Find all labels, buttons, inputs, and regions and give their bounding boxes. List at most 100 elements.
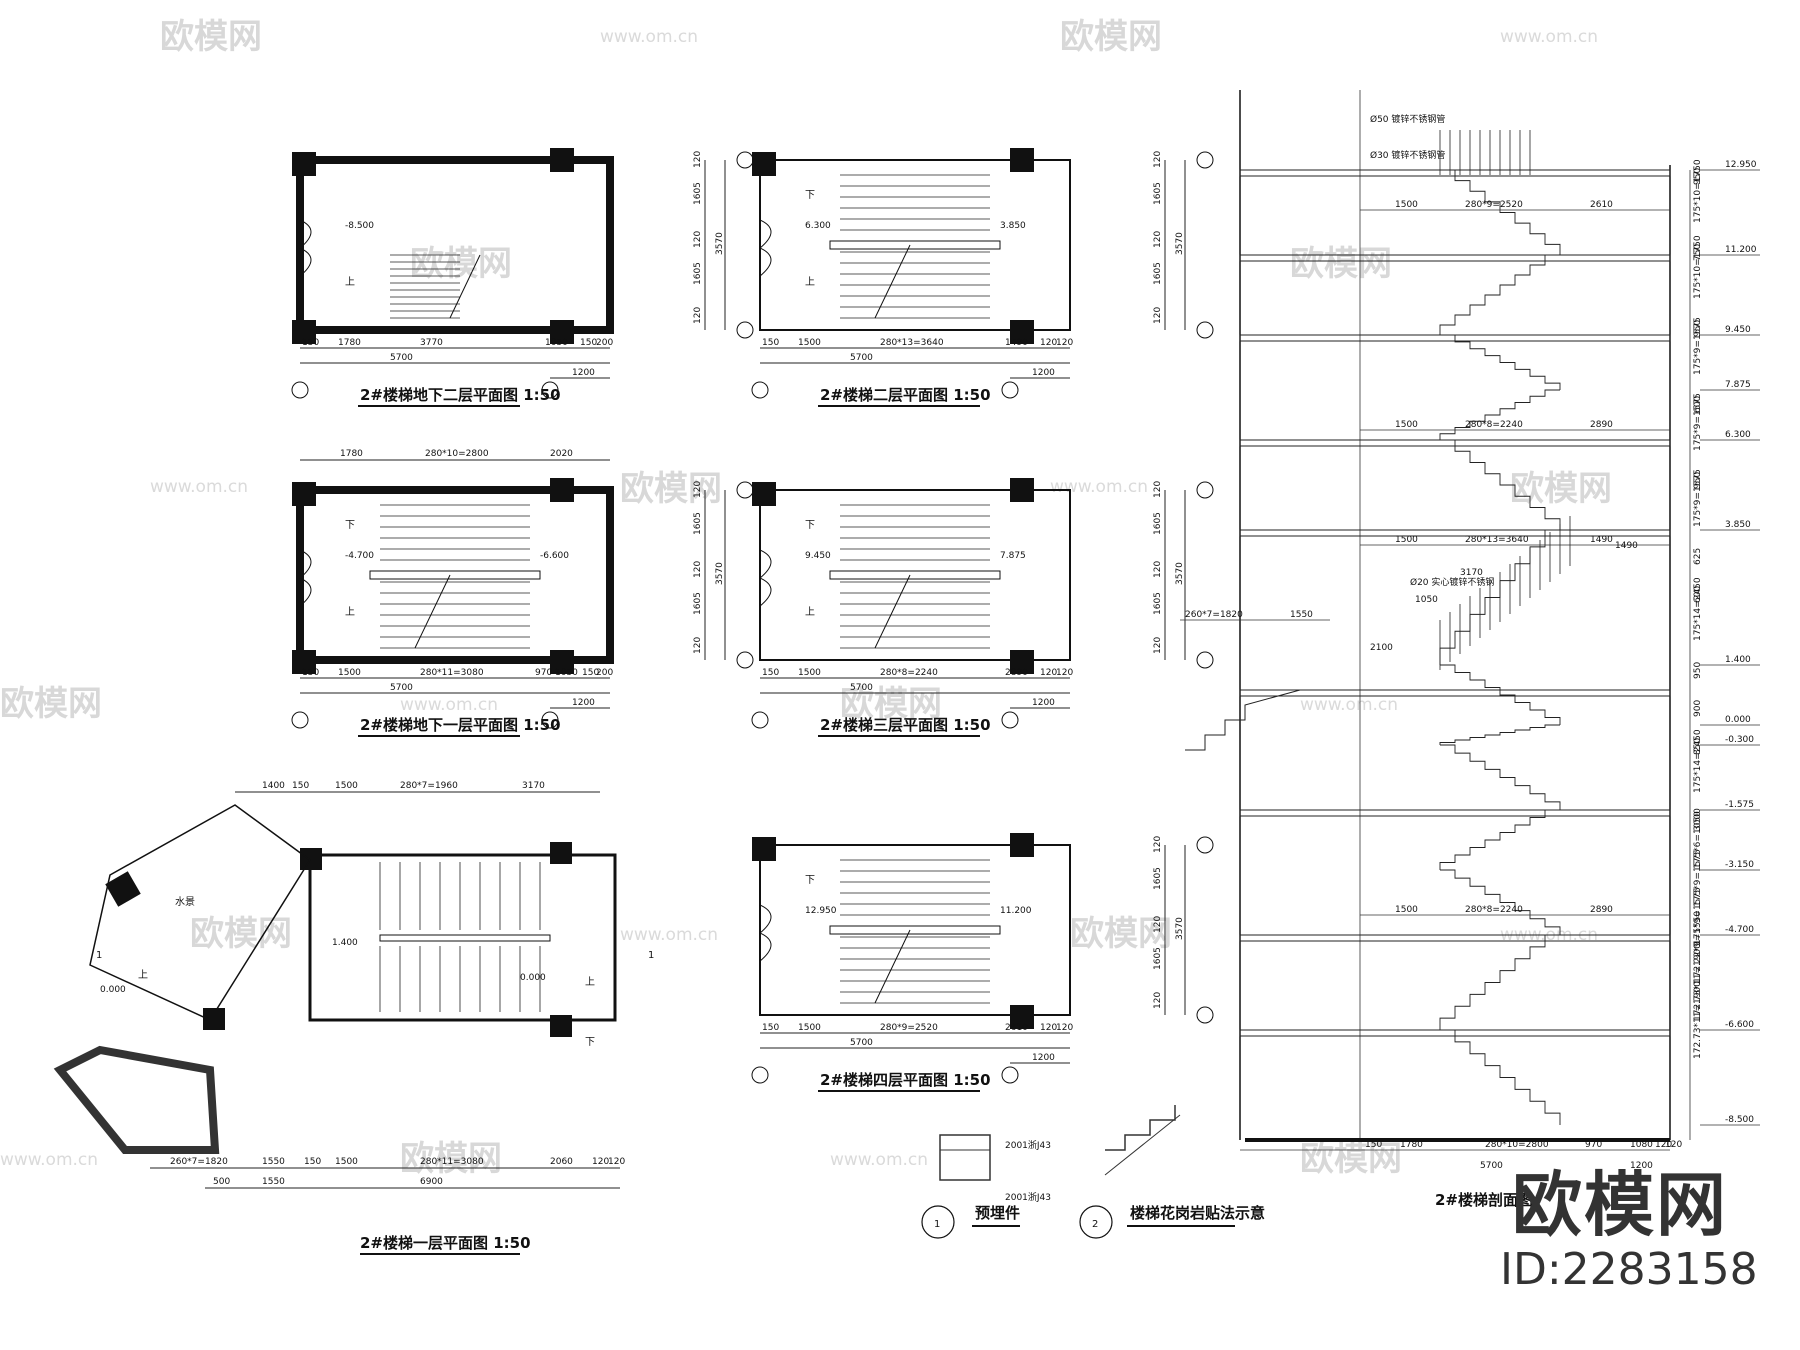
detail-number: 2 bbox=[1092, 1219, 1098, 1230]
break-line bbox=[874, 244, 911, 319]
dim-label: 150 bbox=[762, 1023, 779, 1033]
dim-label: 1500 bbox=[335, 1157, 358, 1167]
dim-label: 150 bbox=[580, 338, 597, 348]
column bbox=[1010, 478, 1034, 502]
level-label: 6.300 bbox=[805, 221, 831, 231]
column bbox=[1010, 148, 1034, 172]
detail-note: 2001浙J43 bbox=[1005, 1191, 1051, 1203]
dim-label: 850 bbox=[1693, 738, 1703, 755]
dim-label: 3570 bbox=[1175, 562, 1185, 585]
floor-slab bbox=[1239, 689, 1671, 697]
watermark-brand: 欧模网 bbox=[1060, 17, 1162, 57]
level-label: 0.000 bbox=[520, 973, 546, 983]
stair-treads bbox=[840, 859, 990, 1004]
dim-label: 280*13=3640 bbox=[1465, 535, 1529, 545]
section-note: 3170 bbox=[1460, 568, 1483, 578]
watermark-url: www.om.cn bbox=[1500, 27, 1598, 47]
dim-label: 1605 bbox=[1153, 592, 1163, 615]
plan-title: 2#楼梯四层平面图 1:50 bbox=[820, 1071, 991, 1089]
dim-label: 5700 bbox=[850, 353, 873, 363]
landing-rail bbox=[379, 934, 551, 942]
dim-label: 2890 bbox=[1590, 905, 1613, 915]
level-label: 11.200 bbox=[1725, 245, 1757, 255]
dim-label: 280*8=2240 bbox=[1465, 420, 1523, 430]
floor-slab bbox=[1239, 809, 1671, 817]
dim-label: 280*8=2240 bbox=[880, 668, 938, 678]
railing bbox=[1439, 130, 1571, 670]
stair-flight bbox=[1440, 1029, 1561, 1125]
dim-label: 5700 bbox=[390, 683, 413, 693]
dim-label: 172.73*11=1900 bbox=[1693, 981, 1703, 1059]
detail-number: 1 bbox=[934, 1219, 940, 1230]
handrail bbox=[829, 240, 1001, 250]
column bbox=[300, 848, 322, 870]
dim-label: 172.22*9=1550 bbox=[1693, 911, 1703, 983]
level-label: 1.400 bbox=[332, 938, 358, 948]
dim-label: 1500 bbox=[798, 1023, 821, 1033]
axis-bubble bbox=[1196, 836, 1214, 854]
watermark-url: www.om.cn bbox=[1300, 695, 1398, 715]
dim-label: 150 bbox=[304, 1157, 321, 1167]
dim-label: 175*9=1575 bbox=[1693, 887, 1703, 945]
section-note: Ø20 实心镀锌不锈钢 bbox=[1410, 576, 1494, 588]
detail-2: 2 楼梯花岗岩贴法示意 bbox=[1079, 1105, 1265, 1239]
plan-walls bbox=[296, 486, 614, 664]
handrail bbox=[829, 570, 1001, 580]
dim-label: 120 bbox=[693, 637, 703, 654]
dim-label: 260*7=1820 bbox=[170, 1157, 228, 1167]
level-label: 12.950 bbox=[805, 906, 837, 916]
dim-label: 1780 bbox=[338, 338, 361, 348]
stair-flight bbox=[1440, 439, 1561, 530]
dim-label: 175*9=1575 bbox=[1693, 849, 1703, 907]
stair-treads bbox=[840, 174, 990, 319]
floor-slab bbox=[1239, 529, 1671, 537]
level-label: -1.575 bbox=[1725, 800, 1754, 810]
column bbox=[292, 320, 316, 344]
plan-title: 2#楼梯三层平面图 1:50 bbox=[820, 716, 991, 734]
dim-label: 1605 bbox=[1153, 182, 1163, 205]
watermark-brand: 欧模网 bbox=[160, 17, 262, 57]
level-label: 12.950 bbox=[1725, 160, 1757, 170]
level-label: 1.400 bbox=[1725, 655, 1751, 665]
watermark-url: www.om.cn bbox=[620, 925, 718, 945]
stair-flight bbox=[1440, 169, 1561, 255]
floor-slab bbox=[1239, 254, 1671, 262]
dim-label: 150 bbox=[762, 668, 779, 678]
column bbox=[1010, 650, 1034, 674]
detail-1: 2001浙J43 2001浙J43 1 预埋件 bbox=[921, 1134, 1051, 1239]
dim-label: 3170 bbox=[522, 781, 545, 791]
watermark-brand: 欧模网 bbox=[1070, 914, 1172, 954]
watermark-layer: 欧模网 www.om.cn 欧模网 www.om.cn 欧模网 欧模网 www.… bbox=[0, 17, 1612, 1179]
dim-label: 1780 bbox=[340, 449, 363, 459]
dim-label: 1500 bbox=[335, 781, 358, 791]
stair-treads bbox=[390, 254, 460, 319]
dim-label: 1200 bbox=[1032, 368, 1055, 378]
stair-treads bbox=[380, 504, 530, 649]
floor1-walls bbox=[308, 853, 617, 1022]
dim-label: 280*7=1960 bbox=[400, 781, 458, 791]
dim-label: 280*11=3080 bbox=[420, 668, 484, 678]
level-label: 3.850 bbox=[1000, 221, 1026, 231]
level-label: 11.200 bbox=[1000, 906, 1032, 916]
dim-label: 5700 bbox=[1480, 1161, 1503, 1171]
column bbox=[752, 837, 776, 861]
axis-bubble bbox=[541, 711, 559, 729]
dim-label: 1605 bbox=[1153, 867, 1163, 890]
dim-label: 120 bbox=[1056, 1023, 1073, 1033]
level-label: -6.600 bbox=[1725, 1020, 1754, 1030]
dim-label: 3570 bbox=[715, 232, 725, 255]
watermark-url: www.om.cn bbox=[0, 1150, 98, 1170]
dim-label: 150 bbox=[1365, 1140, 1382, 1150]
dim-label: 970 bbox=[1585, 1140, 1602, 1150]
dim-label: 150 bbox=[582, 668, 599, 678]
dim-label: 120 bbox=[592, 1157, 609, 1167]
dim-label: 1200 bbox=[1630, 1161, 1653, 1171]
column bbox=[203, 1008, 225, 1030]
dim-label: 950 bbox=[1693, 472, 1703, 489]
stair-flight bbox=[1439, 724, 1560, 745]
down-label: 下 bbox=[805, 875, 815, 886]
dim-label: 625 bbox=[1693, 548, 1703, 565]
dim-label: 120 bbox=[1665, 1140, 1682, 1150]
dim-label: 1200 bbox=[572, 698, 595, 708]
